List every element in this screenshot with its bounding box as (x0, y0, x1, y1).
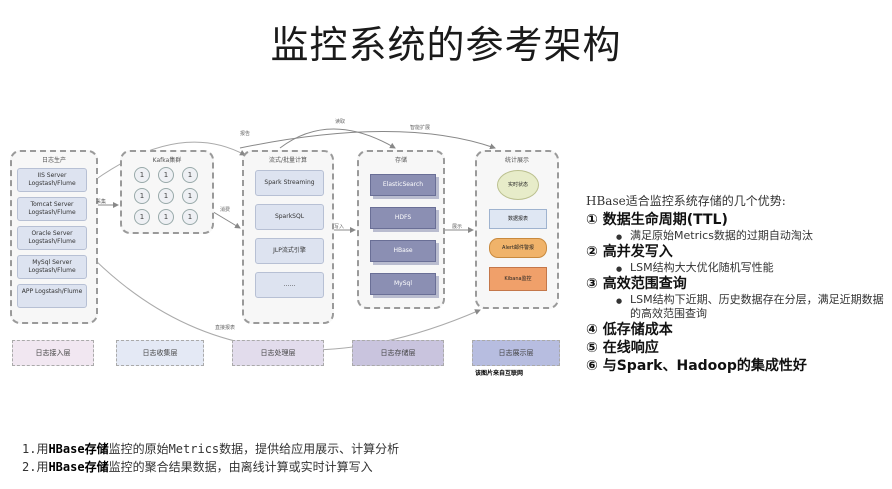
advantage-detail: 满足原始Metrics数据的过期自动淘汰 (616, 229, 886, 244)
storage-box: ElasticSearch (370, 174, 436, 196)
status-ellipse: 实时状态 (497, 170, 539, 200)
kafka-node: 1 (134, 188, 150, 204)
advantages-intro: HBase适合监控系统存储的几个优势: (586, 194, 786, 208)
arrow-label: 采集 (96, 199, 107, 205)
alert-box: Alert邮件警报 (489, 238, 547, 258)
layer-band: 日志展示层 (472, 340, 560, 366)
display-column: 统计展示 实时状态 数据报表 Alert邮件警报 Kibana监控 (475, 150, 559, 309)
kafka-node: 1 (134, 209, 150, 225)
col-title: 存储 (394, 157, 407, 164)
usage-note-text: 监控的聚合结果数据，由离线计算或实时计算写入 (108, 460, 373, 474)
layer-band: 日志存储层 (352, 340, 444, 366)
col-title: 流式/批量计算 (268, 157, 308, 164)
kafka-node: 1 (134, 167, 150, 183)
advantage-item: ② 高并发写入 (586, 244, 673, 260)
usage-note-text: 监控的原始Metrics数据，提供给应用展示、计算分析 (108, 442, 400, 456)
arrow-label: 展示 (452, 224, 463, 230)
advantage-detail: LSM结构下近期、历史数据存在分层，满足近期数据的高效范围查询 (616, 293, 886, 321)
kafka-node: 1 (182, 209, 198, 225)
kafka-node: 1 (182, 167, 198, 183)
layer-band: 日志接入层 (12, 340, 94, 366)
log-producer-column: 日志生产 IIS Server Logstash/Flume Tomcat Se… (10, 150, 98, 324)
arrow-label: 消费 (220, 207, 231, 213)
advantage-item: ⑥ 与Spark、Hadoop的集成性好 (586, 358, 807, 374)
server-box: APP Logstash/Flume (17, 284, 87, 308)
advantage-item: ③ 高效范围查询 (586, 276, 687, 292)
col-title: 统计展示 (504, 157, 529, 164)
advantage-item: ① 数据生命周期(TTL) (586, 212, 728, 228)
col-title: 日志生产 (41, 157, 66, 164)
server-box: IIS Server Logstash/Flume (17, 168, 87, 192)
kafka-node: 1 (158, 188, 174, 204)
arrow-label: 智能扩展 (410, 125, 431, 131)
col-title: Kafka集群 (152, 157, 182, 164)
server-box: MySql Server Logstash/Flume (17, 255, 87, 279)
advantage-item: ⑤ 在线响应 (586, 340, 659, 356)
arrow-label: 写入 (334, 224, 345, 230)
server-box: Oracle Server Logstash/Flume (17, 226, 87, 250)
kafka-node: 1 (182, 188, 198, 204)
process-box: …… (255, 272, 324, 298)
arrow-label: 读取 (335, 119, 346, 125)
storage-box: HBase (370, 240, 436, 262)
kafka-node: 1 (158, 167, 174, 183)
usage-notes: 1.用HBase存储监控的原始Metrics数据，提供给应用展示、计算分析 2.… (22, 440, 399, 476)
usage-note-prefix: 1.用 (22, 442, 49, 456)
advantage-detail: LSM结构大大优化随机写性能 (616, 261, 886, 276)
storage-box: HDFS (370, 207, 436, 229)
process-box: SparkSQL (255, 204, 324, 230)
architecture-diagram: 日志生产 IIS Server Logstash/Flume Tomcat Se… (0, 110, 580, 390)
process-box: JLP流式引擎 (255, 238, 324, 264)
page-title: 监控系统的参考架构 (270, 23, 622, 67)
usage-note: 2.用HBase存储监控的聚合结果数据，由离线计算或实时计算写入 (22, 458, 399, 476)
storage-box: MySql (370, 273, 436, 295)
process-box: Spark Streaming (255, 170, 324, 196)
advantages-list: HBase适合监控系统存储的几个优势: ① 数据生命周期(TTL) 满足原始Me… (586, 192, 886, 375)
kafka-column: Kafka集群 1 1 1 1 1 1 1 1 1 (120, 150, 214, 234)
usage-note-prefix: 2.用 (22, 460, 49, 474)
storage-column: 存储 ElasticSearch HDFS HBase MySql (357, 150, 445, 309)
server-box: Tomcat Server Logstash/Flume (17, 197, 87, 221)
layer-band: 日志处理层 (232, 340, 324, 366)
advantage-item: ④ 低存储成本 (586, 322, 673, 338)
arrow-label: 报告 (240, 131, 251, 137)
processing-column: 流式/批量计算 Spark Streaming SparkSQL JLP流式引擎… (242, 150, 334, 324)
report-box: 数据报表 (489, 209, 547, 229)
usage-note-bold: HBase存储 (48, 442, 109, 456)
usage-note: 1.用HBase存储监控的原始Metrics数据，提供给应用展示、计算分析 (22, 440, 399, 458)
image-credit: 该图片来自互联网 (475, 370, 524, 377)
layer-band: 日志收集层 (116, 340, 204, 366)
kibana-box: Kibana监控 (489, 267, 547, 291)
kafka-node: 1 (158, 209, 174, 225)
arrow-label: 直接报表 (215, 325, 236, 331)
usage-note-bold: HBase存储 (48, 460, 109, 474)
